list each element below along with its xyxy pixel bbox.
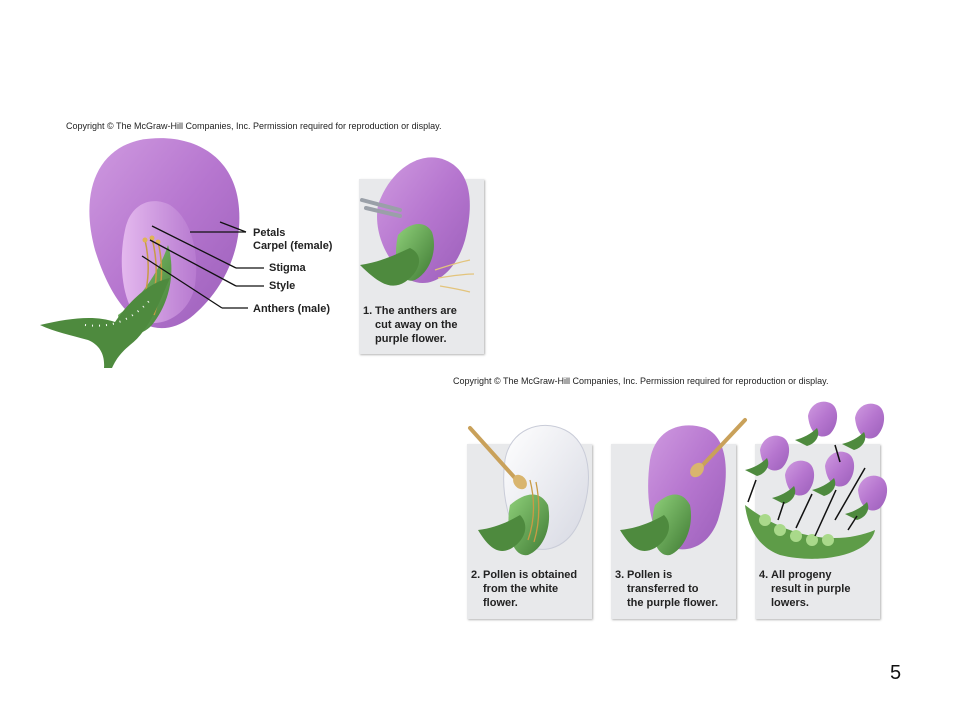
- copyright-notice-top: Copyright © The McGraw-Hill Companies, I…: [66, 121, 442, 131]
- step3-number: 3.: [615, 569, 625, 581]
- step4-progeny: [745, 401, 888, 559]
- step3-line: transferred to: [627, 583, 699, 595]
- label-stigma: Stigma: [269, 262, 306, 274]
- copyright-notice-bottom: Copyright © The McGraw-Hill Companies, I…: [453, 376, 829, 386]
- step2-line: from the white: [483, 583, 559, 595]
- step1-flower: [360, 157, 475, 293]
- step1-line: cut away on the: [375, 319, 458, 331]
- step1-number: 1.: [363, 305, 373, 317]
- page-number: 5: [890, 662, 902, 684]
- step1-line: The anthers are: [375, 305, 457, 317]
- label-carpel: Carpel (female): [253, 240, 333, 252]
- step2-line: flower.: [483, 597, 518, 609]
- step2-line: Pollen is obtained: [483, 569, 578, 581]
- label-style: Style: [269, 280, 296, 292]
- step4-line: lowers.: [771, 597, 809, 609]
- step4-line: All progeny: [771, 569, 832, 581]
- label-petals: Petals: [253, 227, 286, 239]
- large-flower: [40, 138, 240, 368]
- step2-number: 2.: [471, 569, 481, 581]
- step3-line: Pollen is: [627, 569, 673, 581]
- label-anthers: Anthers (male): [253, 303, 331, 315]
- step3-line: the purple flower.: [627, 597, 719, 609]
- step3-purple-flower: [620, 418, 747, 556]
- leader-lines: [141, 221, 264, 309]
- step2-white-flower: [468, 425, 589, 556]
- step1-line: purple flower.: [375, 333, 447, 345]
- step4-number: 4.: [759, 569, 769, 581]
- step4-line: result in purple: [771, 583, 851, 595]
